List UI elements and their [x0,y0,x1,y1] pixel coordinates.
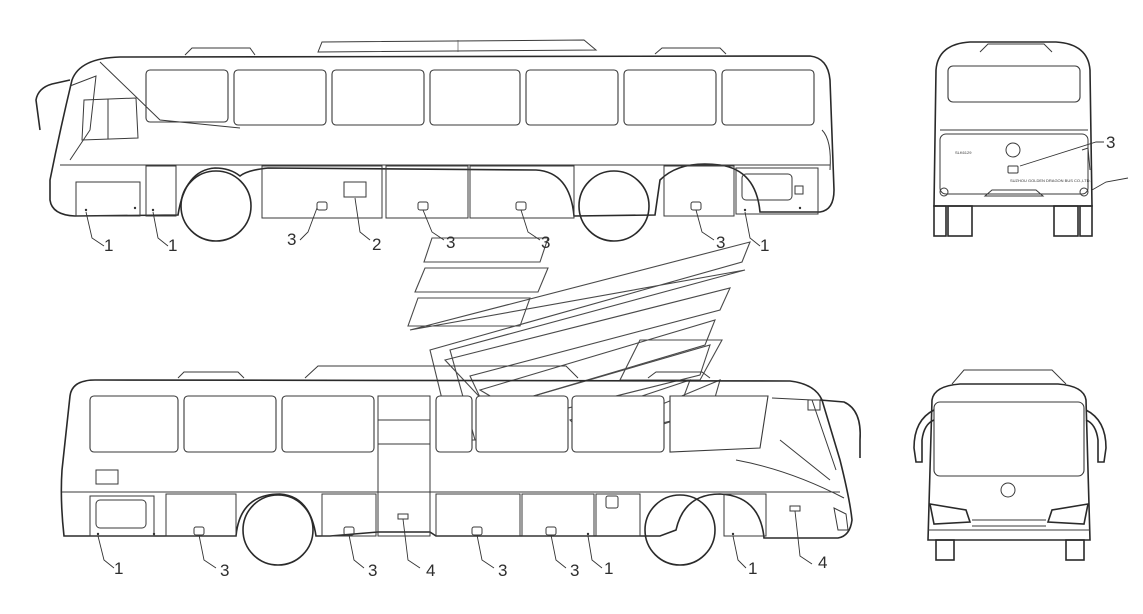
callouts-rear: 3 [1019,133,1129,191]
callout-label: 1 [748,559,757,578]
callout-label: 3 [498,561,507,580]
callout-label: 3 [541,233,550,252]
callout-label: 3 [368,561,377,580]
callout-label: 4 [426,561,435,580]
callout-label: 4 [818,553,827,572]
callout-label: 3 [446,233,455,252]
callout-label: 3 [1106,133,1115,152]
callout-label: 1 [168,236,177,255]
front-view [913,369,1107,561]
callout-label: 1 [114,559,123,578]
callouts-top-side: 1 1 3 2 3 3 3 1 [85,197,769,255]
callout-label: 3 [570,561,579,580]
side-view-top [35,39,835,242]
rear-model-badge: SLK6129 [955,150,972,155]
callout-label: 2 [372,235,381,254]
callout-label: 3 [716,233,725,252]
rear-plate-text: SUZHOU GOLDEN DRAGON BUS CO.,LTD. [1010,178,1091,183]
side-view-bottom [60,365,861,566]
rear-view: SLK6129 SUZHOU GOLDEN DRAGON BUS CO.,LTD… [933,41,1093,237]
callouts-bottom-side: 1 3 3 4 3 3 1 1 4 [97,510,827,580]
callout-label: 3 [287,230,296,249]
callout-label: 1 [604,559,613,578]
callout-label: 1 [104,236,113,255]
callout-label: 1 [760,236,769,255]
callout-label: 3 [220,561,229,580]
